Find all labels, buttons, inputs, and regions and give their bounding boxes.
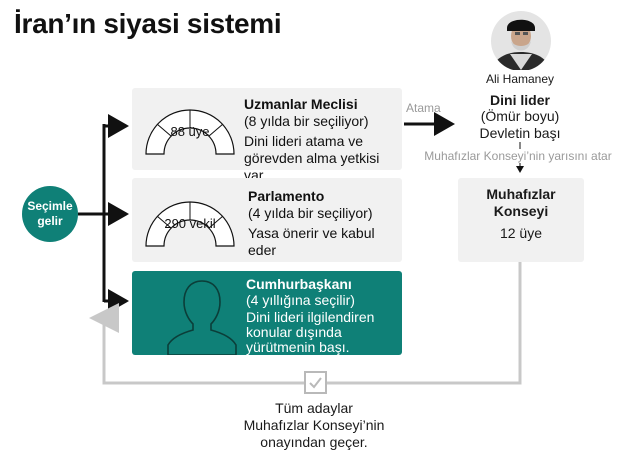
- person-silhouette-icon: [167, 280, 237, 355]
- seat-arc-icon: [145, 201, 235, 247]
- seat-arc-icon: [145, 109, 235, 155]
- check-icon: [309, 377, 322, 389]
- assembly-of-experts-box: 88 üye Uzmanlar Meclisi (8 yılda bir seç…: [132, 88, 402, 183]
- president-desc-line1: Dini lideri ilgilendiren: [246, 309, 375, 325]
- leader-person-name: Ali Hamaney: [485, 72, 555, 86]
- election-circle: Seçimle gelir: [22, 186, 78, 242]
- approval-note-line3: onayından geçer.: [260, 434, 368, 450]
- assembly-desc-line1: Dini lideri atama ve: [244, 133, 364, 149]
- president-desc-line2: konular dışında: [246, 324, 342, 340]
- candidate-approval-note: Tüm adaylar Muhafızlar Konseyi’nin onayı…: [216, 400, 412, 451]
- leader-tenure: (Ömür boyu): [480, 108, 560, 124]
- parliament-desc-line2: eder: [248, 242, 277, 258]
- parliament-term: (4 yılda bir seçiliyor): [248, 205, 373, 221]
- council-members: 12 üye: [499, 225, 543, 241]
- leader-head-of-state: Devletin başı: [479, 125, 561, 141]
- appoints-label: Atama: [406, 101, 441, 115]
- guardian-council-box: Muhafızlar Konseyi 12 üye: [458, 178, 584, 262]
- president-desc-line3: yürütmenin başı.: [246, 339, 350, 355]
- parliament-desc-line1: Yasa önerir ve kabul: [248, 225, 375, 241]
- leader-council-note: Muhafızlar Konseyi’nin yarısını atar: [412, 149, 624, 163]
- parliament-box: 290 vekil Parlamento (4 yılda bir seçili…: [132, 178, 402, 262]
- council-name-line1: Muhafızlar: [486, 186, 556, 202]
- election-label-line1: Seçimle: [27, 199, 73, 213]
- parliament-name: Parlamento: [248, 188, 325, 204]
- president-name: Cumhurbaşkanı: [246, 276, 352, 292]
- assembly-name: Uzmanlar Meclisi: [244, 96, 358, 112]
- approval-loop: [104, 262, 522, 385]
- president-box: Cumhurbaşkanı (4 yıllığına seçilir) Dini…: [132, 271, 402, 355]
- leader-portrait: [491, 11, 551, 70]
- approval-note-line2: Muhafızlar Konseyi’nin: [243, 417, 385, 433]
- check-icon-box: [304, 371, 327, 394]
- leader-role: Dini lider: [490, 92, 550, 108]
- approval-note-line1: Tüm adaylar: [275, 400, 353, 416]
- council-name-line2: Konseyi: [493, 203, 549, 219]
- president-term: (4 yıllığına seçilir): [246, 292, 355, 308]
- page-title: İran’ın siyasi sistemi: [14, 8, 282, 39]
- assembly-term: (8 yılda bir seçiliyor): [244, 113, 369, 129]
- election-label-line2: gelir: [37, 214, 63, 228]
- assembly-members: 88 üye: [170, 124, 210, 139]
- parliament-members: 290 vekil: [164, 216, 216, 231]
